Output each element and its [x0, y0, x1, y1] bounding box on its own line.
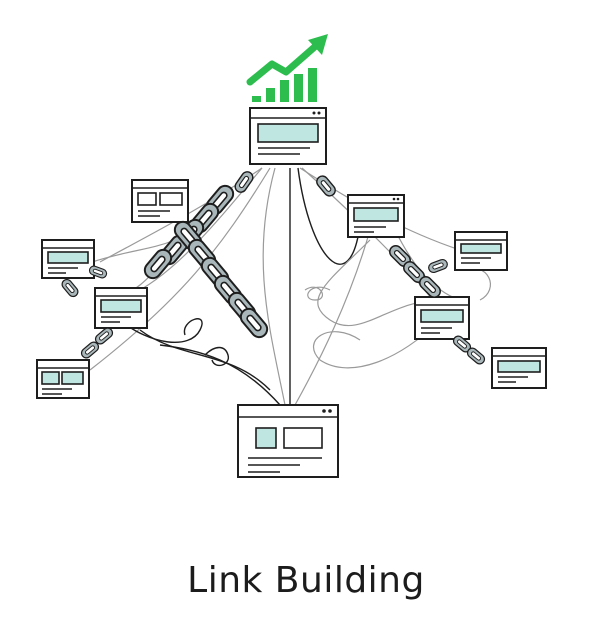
browser-window-icon: [94, 287, 148, 329]
caption-title: Link Building: [187, 560, 425, 601]
target-browser-window-icon: [237, 404, 339, 478]
browser-window-icon: [414, 296, 470, 340]
link-building-illustration: [36, 34, 547, 478]
browser-window-icon: [491, 347, 547, 389]
browser-window-icon: [36, 359, 90, 399]
growth-chart-icon: [246, 34, 328, 102]
browser-window-icon: [41, 239, 95, 279]
browser-window-icon: [454, 231, 508, 271]
chain-link-icon: [232, 168, 256, 196]
chain-link-icon: [313, 173, 339, 199]
main-browser-window-icon: [249, 107, 327, 165]
browser-window-icon: [131, 179, 189, 223]
browser-window-icon: [347, 194, 405, 238]
chain-link-icon: [426, 257, 450, 275]
